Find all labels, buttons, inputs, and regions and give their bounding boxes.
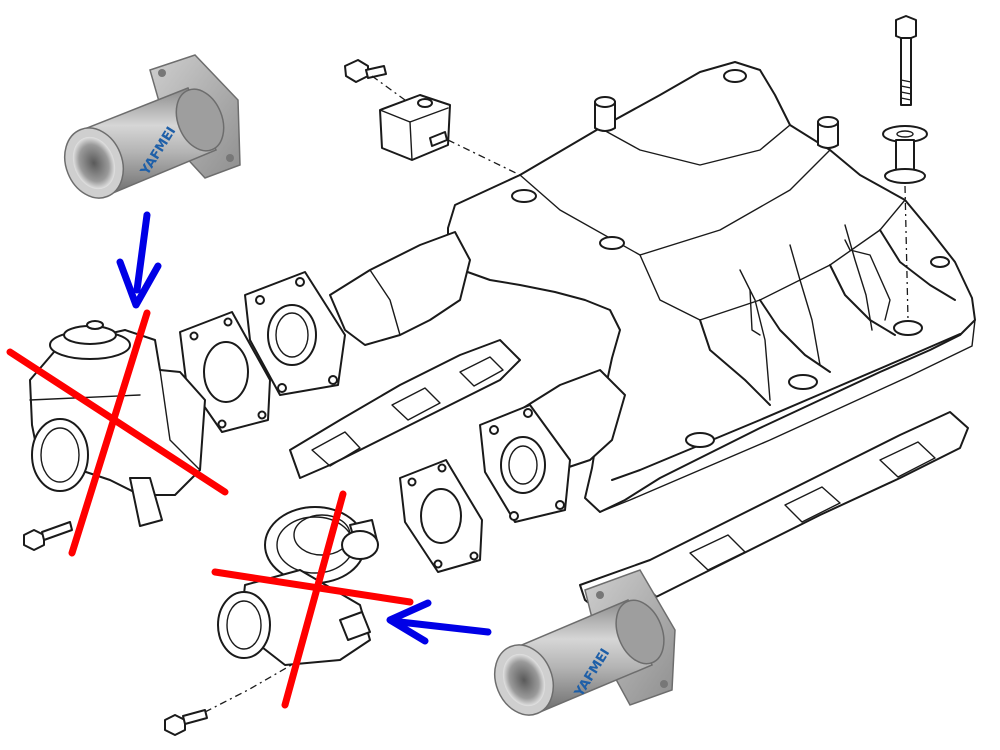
egr-gasket-lower [399, 459, 483, 573]
manifold-egr-flange-upper [244, 271, 346, 396]
intake-manifold [329, 61, 976, 513]
old-egr-bolt-lower [164, 709, 208, 736]
red-x-icon [6, 309, 229, 557]
old-egr-bolt-upper [23, 521, 73, 551]
spacer-washer [882, 125, 928, 184]
old-egr-valve-lower [217, 506, 379, 666]
egr-delete-pipe-lower: YAFMEI [493, 569, 676, 716]
red-x-icon [211, 490, 414, 709]
blue-arrow-icon [116, 211, 162, 309]
sensor-bolt [344, 59, 387, 83]
manifold-egr-flange-lower [479, 404, 571, 523]
blue-arrow-icon [386, 599, 492, 645]
sensor-bracket [379, 94, 451, 161]
egr-delete-pipe-upper: YAFMEI [63, 54, 241, 199]
manifold-bosses [511, 69, 950, 448]
manifold-gasket-upper [289, 339, 521, 479]
manifold-bolt [895, 15, 917, 106]
